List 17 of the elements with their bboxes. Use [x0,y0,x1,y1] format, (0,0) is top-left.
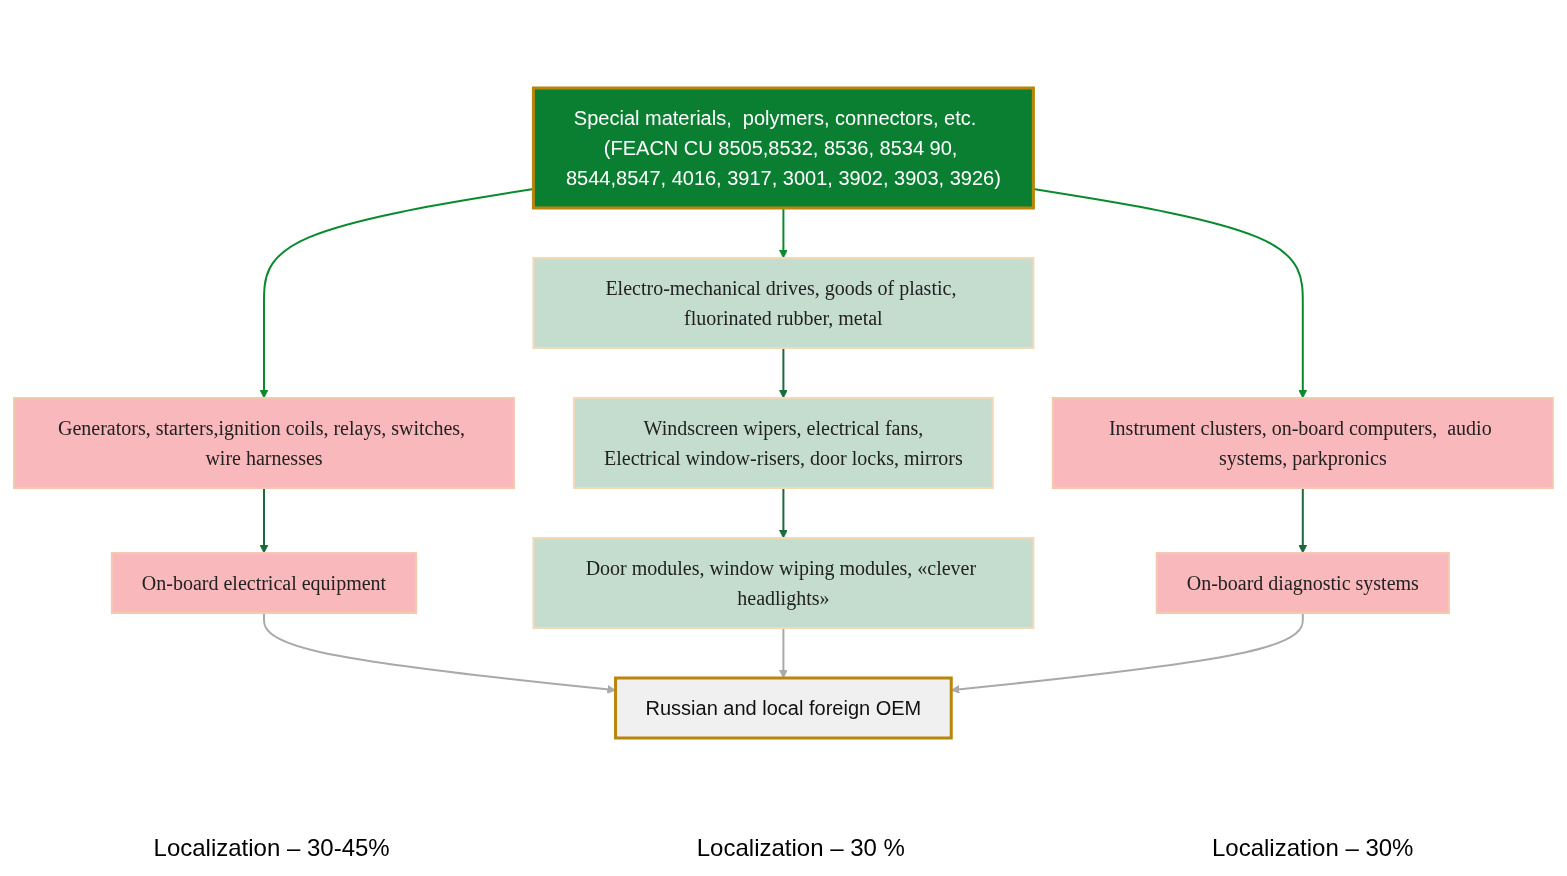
arrow [779,487,788,539]
localization-note: Localization – 30-45% [153,834,390,862]
localization-note: Localization – 30% [1212,834,1414,862]
arrow [1298,487,1308,554]
node-box: Special materials, polymers, connectors, etc. (FEACN CU 8505,8532, 8536, 8534 90, 8544,8547, 4016, 3917, 3001, 3902, 3903, 3926) [532,86,1035,210]
node-box: Electro-mechanical drives, goods of plastic, fluorinated rubber, metal [532,257,1035,349]
localization-note: Localization – 30 % [696,834,905,862]
node-box: Generators, starters,ignition coils, relays, switches, wire harnesses [13,397,516,489]
node-box: Instrument clusters, on-board computers, audio systems, parkpronics [1051,397,1554,489]
node-box: On-board diagnostic systems [1155,552,1450,614]
node-box: On-board electrical equipment [110,552,418,614]
node-box: Russian and local foreign OEM [614,676,953,740]
arrow [779,627,788,679]
node-box: Windscreen wipers, electrical fans, Electrical window-risers, door locks, mirrors [573,397,994,489]
arrow [259,487,269,554]
arrow [779,347,788,399]
node-box: Door modules, window wiping modules, «clever headlights» [532,537,1035,629]
